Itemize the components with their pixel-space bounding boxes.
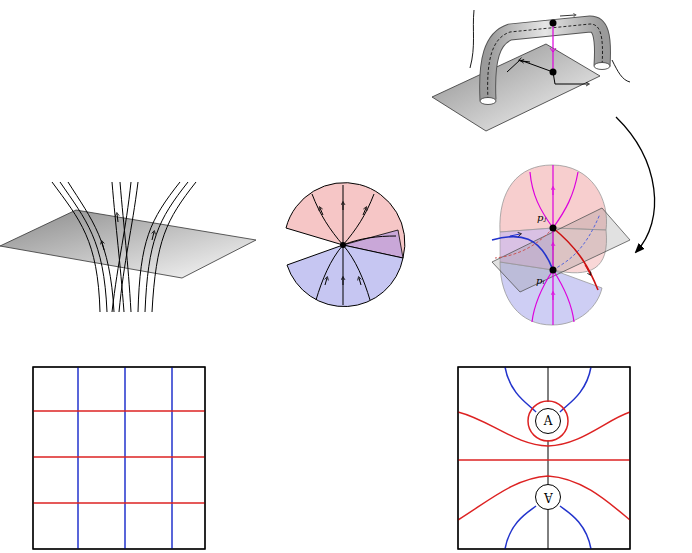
point-label: pⱼ [537,212,546,223]
circle-node: A [535,408,561,434]
point-label: pᵢ [536,275,544,286]
node-label: A [544,491,553,503]
node-label: A [544,415,553,427]
circle-node: A [535,484,561,510]
